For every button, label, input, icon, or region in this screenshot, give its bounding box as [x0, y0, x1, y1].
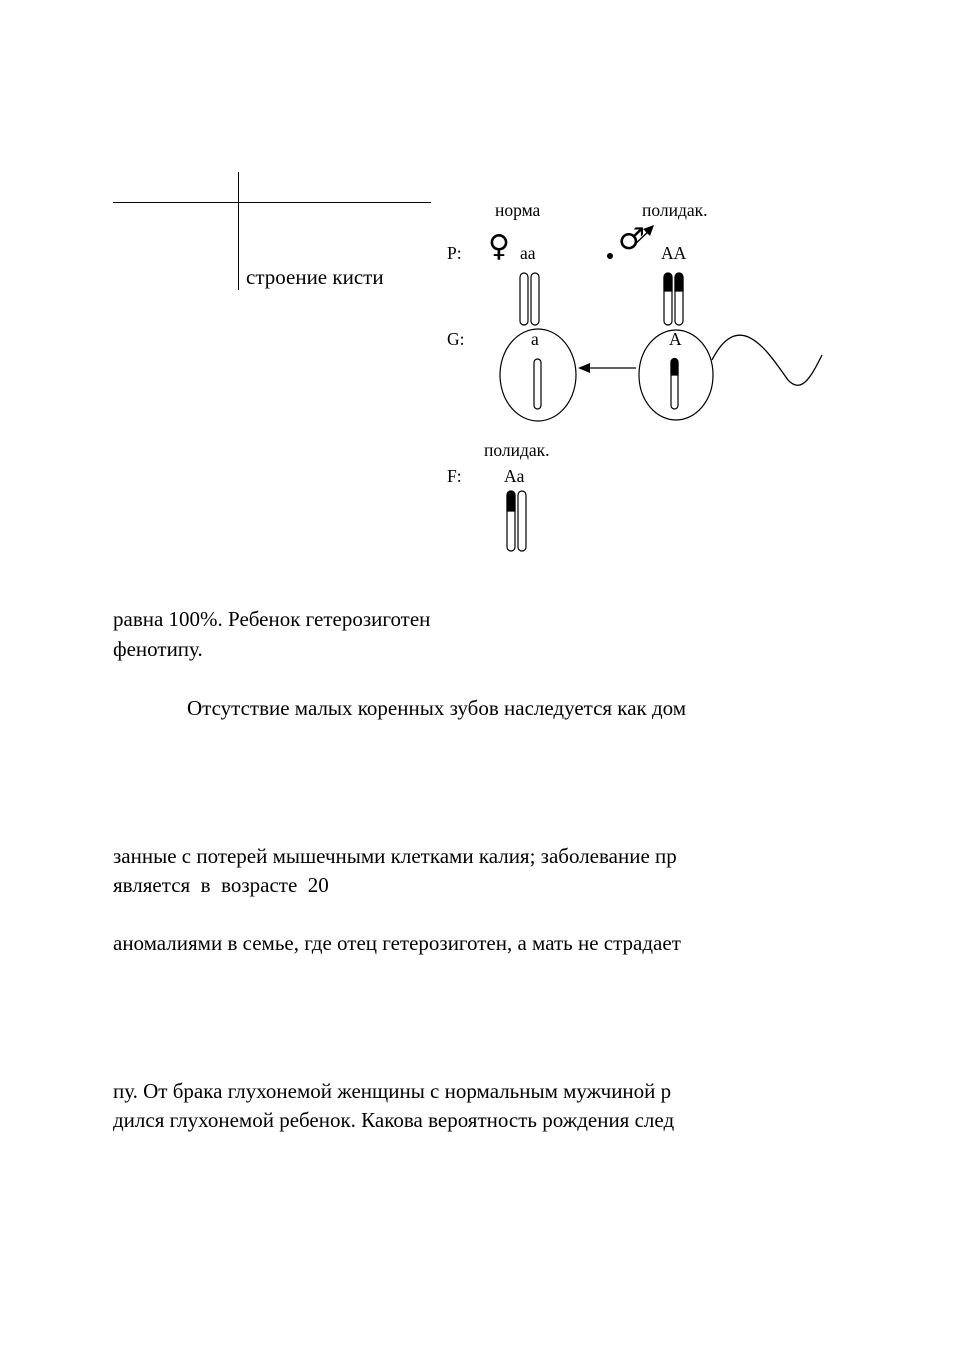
text-line-5: является в возрасте 20	[113, 873, 329, 897]
child-genotype: Aa	[504, 466, 525, 486]
male-arrow-head-icon	[643, 225, 654, 236]
bullet-dot-icon	[607, 253, 613, 259]
row-label-parents: P:	[447, 243, 462, 263]
row-label-gametes: G:	[447, 329, 465, 349]
text-line-3: Отсутствие малых коренных зубов наследуе…	[187, 696, 687, 720]
egg-allele: a	[531, 329, 539, 349]
row-label-offspring: F:	[447, 466, 462, 486]
sperm-cell	[638, 329, 714, 421]
table-column-divider	[238, 172, 239, 290]
table-cell-hand-structure: строение кисти	[246, 265, 384, 289]
sperm-allele: A	[669, 329, 682, 349]
text-line-1: равна 100%. Ребенок гетерозиготен	[113, 607, 431, 631]
cross-diagram-graphics	[499, 225, 823, 552]
text-line-4: занные с потерей мышечными клетками кали…	[113, 844, 677, 868]
male-chromosome-pair	[663, 272, 684, 326]
male-genotype: AA	[661, 243, 687, 263]
text-line-8: дился глухонемой ребенок. Какова вероятн…	[113, 1108, 675, 1132]
female-symbol-icon: ♀	[488, 229, 510, 264]
female-genotype: aa	[520, 243, 536, 263]
child-chromosome-pair	[506, 490, 527, 552]
child-phenotype: полидак.	[484, 440, 550, 460]
female-chromosome-pair	[519, 272, 540, 326]
arrow-head-icon	[578, 363, 590, 373]
egg-cell	[499, 328, 577, 422]
text-line-7: пу. От брака глухонемой женщины с нормал…	[113, 1079, 672, 1103]
table-top-border	[113, 202, 431, 203]
male-phenotype: полидак.	[642, 200, 708, 220]
sperm-tail	[711, 334, 823, 386]
egg-chromosome	[533, 358, 542, 410]
text-line-6: аномалиями в семье, где отец гетерозигот…	[113, 931, 681, 955]
female-phenotype: норма	[495, 200, 541, 220]
text-line-2: фенотипу.	[113, 637, 203, 661]
sperm-chromosome	[670, 357, 679, 410]
